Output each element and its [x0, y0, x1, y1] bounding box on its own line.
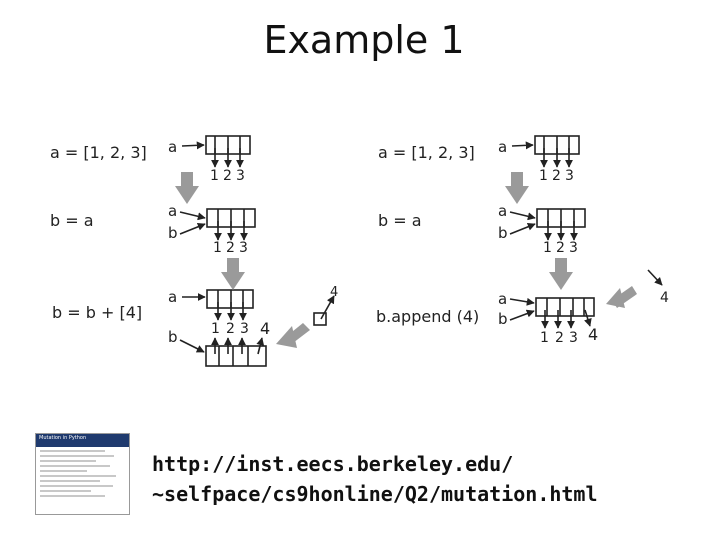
left-s2-value-1: 1 — [213, 240, 222, 256]
left-s2-var-b: b — [168, 224, 178, 242]
right-code-line-2: b = a — [378, 211, 422, 230]
thumbnail-header: Mutation in Python — [36, 434, 129, 447]
right-panel: a = [1, 2, 3] b = a b.append (4) a 1 2 3… — [376, 136, 669, 346]
right-s3-value-1: 1 — [540, 330, 549, 346]
right-s2-value-1: 1 — [543, 240, 552, 256]
left-s2-var-a: a — [168, 202, 177, 220]
right-s1-value-2: 2 — [552, 168, 561, 184]
left-s2-value-2: 2 — [226, 240, 235, 256]
right-s2-value-2: 2 — [556, 240, 565, 256]
right-code-line-3: b.append (4) — [376, 307, 479, 326]
right-s3-var-a: a — [498, 290, 507, 308]
right-s3-value-2: 2 — [555, 330, 564, 346]
right-code-line-1: a = [1, 2, 3] — [378, 143, 475, 162]
left-s3-value-4: 4 — [260, 319, 270, 338]
left-s1-pointer-a — [182, 145, 204, 146]
right-s3-var-b: b — [498, 310, 508, 328]
right-s2-var-b: b — [498, 224, 508, 242]
right-s2-value-3: 3 — [569, 240, 578, 256]
right-s2-var-a: a — [498, 202, 507, 220]
left-s3-list-a — [207, 290, 253, 308]
link-line-1[interactable]: http://inst.eecs.berkeley.edu/ — [152, 452, 513, 476]
page-thumbnail[interactable]: Mutation in Python — [35, 433, 130, 515]
right-s1-value-3: 3 — [565, 168, 574, 184]
left-s1-var-a: a — [168, 138, 177, 156]
left-code-line-1: a = [1, 2, 3] — [50, 143, 147, 162]
left-s1-value-2: 2 — [223, 168, 232, 184]
right-s1-var-a: a — [498, 138, 507, 156]
left-s3-var-a: a — [168, 288, 177, 306]
left-s3-var-b: b — [168, 328, 178, 346]
left-s1-value-3: 3 — [236, 168, 245, 184]
left-s3-value-2: 2 — [226, 321, 235, 337]
left-new-list-value: 4 — [330, 285, 338, 300]
left-code-line-3: b = b + [4] — [52, 303, 142, 322]
right-s3-value-4: 4 — [588, 325, 598, 344]
left-s3-value-3: 3 — [240, 321, 249, 337]
right-s3-value-3: 3 — [569, 330, 578, 346]
link-line-2[interactable]: ~selfpace/cs9honline/Q2/mutation.html — [152, 482, 598, 506]
left-s2-value-3: 3 — [239, 240, 248, 256]
left-s3-value-1: 1 — [211, 321, 220, 337]
mutation-diagram: a = [1, 2, 3] b = a b = b + [4] a 1 2 3 … — [0, 0, 728, 420]
right-s1-value-1: 1 — [539, 168, 548, 184]
left-s1-value-1: 1 — [210, 168, 219, 184]
left-code-line-2: b = a — [50, 211, 94, 230]
right-incoming-value: 4 — [660, 290, 669, 306]
